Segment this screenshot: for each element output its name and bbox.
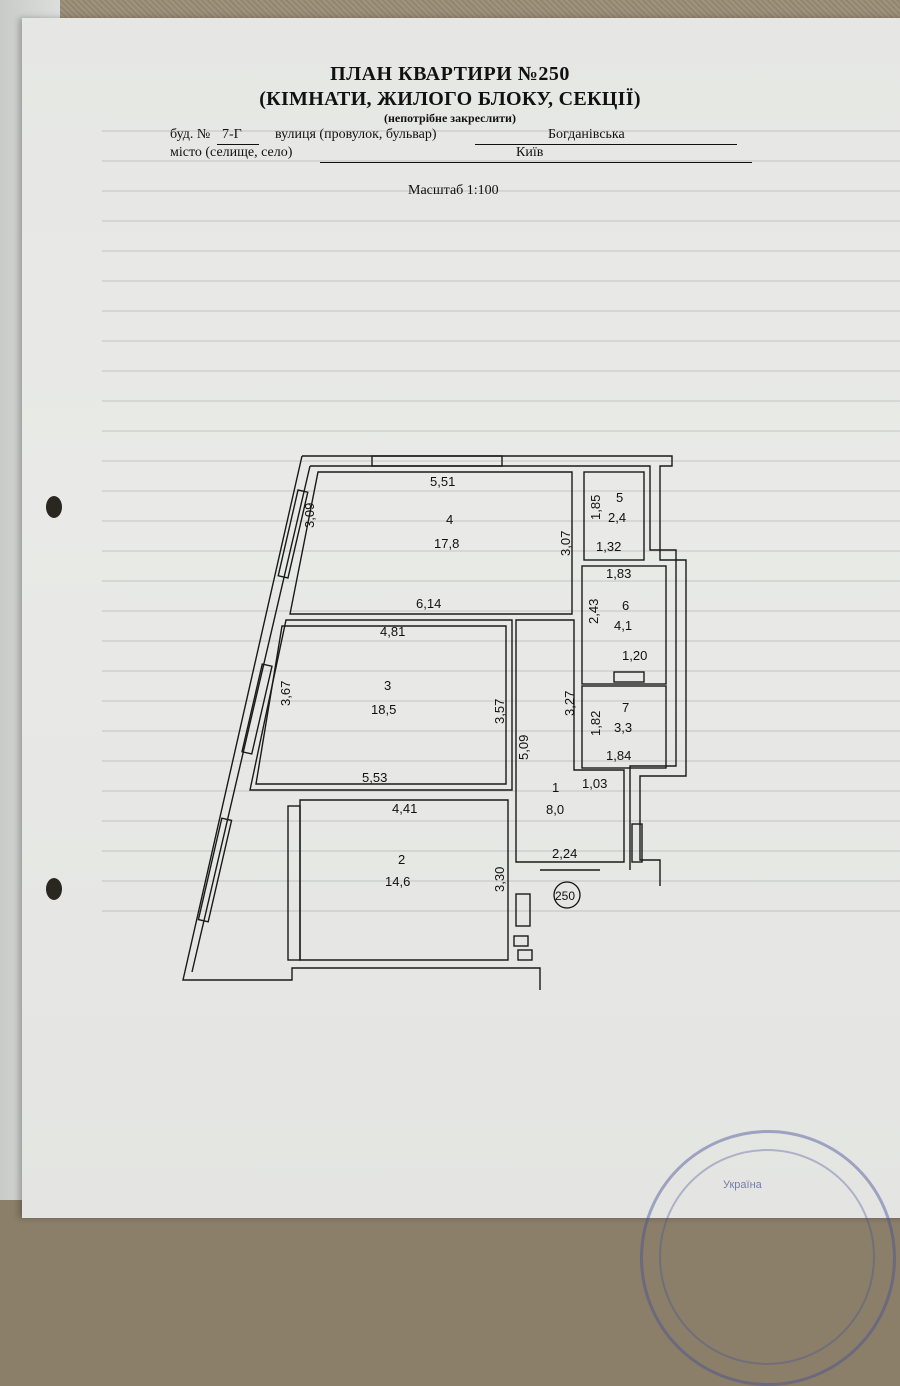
outer-wall-left [182,455,541,990]
wall-segment [287,805,301,961]
room-area: 3,3 [614,720,632,735]
room-5-outline [583,471,645,561]
city-value: Київ [516,145,544,160]
building-underline [217,144,259,145]
room-area: 2,4 [608,510,626,525]
dimension-label: 1,84 [606,748,631,763]
official-stamp: Україна [640,1130,896,1386]
outer-wall-right-inner [310,465,677,870]
room-number: 2 [398,852,405,867]
city-label: місто (селище, село) [170,145,293,160]
dimension-label: 4,41 [392,801,417,816]
fixture [631,823,643,863]
dimension-label: 3,30 [492,867,507,892]
apartment-number: 250 [555,889,575,903]
plan-subtitle: (КІМНАТИ, ЖИЛОГО БЛОКУ, СЕКЦІЇ) [259,88,641,110]
street-value: Богданівська [548,127,625,142]
outer-wall-right [302,455,687,886]
dimension-label: 5,51 [430,474,455,489]
outer-wall-left-inner [191,465,311,973]
building-label: буд. № [170,127,211,142]
dimension-label: 1,85 [588,495,603,520]
dimension-label: 5,53 [362,770,387,785]
apartment-number-circle [553,881,581,909]
dimension-label: 2,43 [586,599,601,624]
stamp-inner-ring [659,1149,875,1365]
building-value: 7-Г [222,127,242,142]
dimension-label: 2,24 [552,846,577,861]
fixture [517,949,533,961]
street-label: вулиця (провулок, бульвар) [275,127,437,142]
fixture [613,671,645,683]
dimension-label: 4,81 [380,624,405,639]
scale-label: Масштаб 1:100 [408,183,499,198]
dimension-label: 3,57 [492,699,507,724]
room-area: 17,8 [434,536,459,551]
room-number: 4 [446,512,453,527]
binder-hole [46,496,62,518]
window [197,817,233,923]
dimension-label: 3,27 [562,691,577,716]
room-area: 4,1 [614,618,632,633]
dimension-label: 1,83 [606,566,631,581]
dimension-label: 3,09 [302,503,317,528]
room-number: 6 [622,598,629,613]
room-number: 1 [552,780,559,795]
room-number: 5 [616,490,623,505]
dimension-label: 1,20 [622,648,647,663]
dimension-label: 5,09 [516,735,531,760]
room-area: 14,6 [385,874,410,889]
strike-note: (непотрібне закреслити) [384,111,516,125]
room-area: 8,0 [546,802,564,817]
window-top [371,455,503,467]
dimension-label: 1,82 [588,711,603,736]
dimension-label: 3,67 [278,681,293,706]
binder-hole [46,878,62,900]
room-1-outline [515,619,625,863]
plan-title: ПЛАН КВАРТИРИ №250 [330,63,570,85]
room-number: 7 [622,700,629,715]
window [277,489,309,579]
floor-plan: 4 17,8 3 18,5 2 14,6 1 8,0 5 2,4 6 4,1 7… [182,455,687,990]
dimension-label: 3,07 [558,531,573,556]
stamp-text: Україна [723,1179,762,1191]
room-7-outline [581,685,667,769]
city-underline [320,162,752,163]
room-number: 3 [384,678,391,693]
document-page [22,18,900,1218]
window [241,663,273,755]
dimension-label: 1,32 [596,539,621,554]
room-4-outline [289,471,573,615]
fixture [515,893,531,927]
room-area: 18,5 [371,702,396,717]
fixture [513,935,529,947]
room-3-inner [255,625,507,785]
bleed-through-text [102,108,900,928]
room-6-outline [581,565,667,685]
street-underline [475,144,737,145]
dimension-label: 1,03 [582,776,607,791]
room-3-outline [249,619,513,791]
dimension-label: 6,14 [416,596,441,611]
